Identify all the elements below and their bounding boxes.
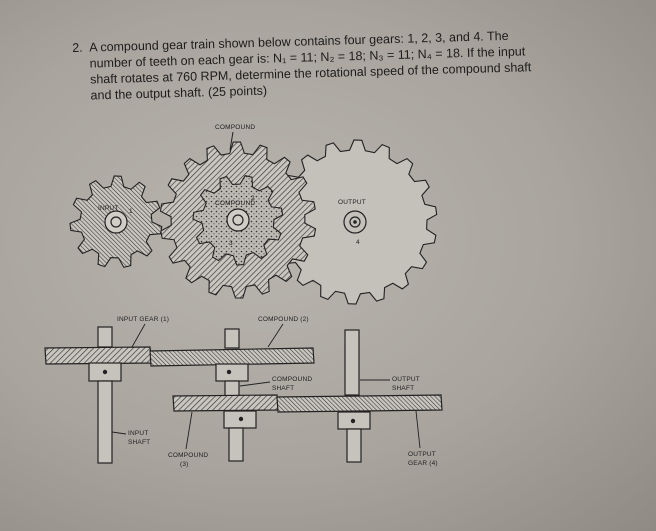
output-shaft-label: OUTPUT — [392, 376, 420, 383]
compound-hub-upper — [215, 363, 249, 382]
leader-line — [111, 431, 127, 435]
gear-number-2: 2 — [251, 195, 255, 202]
set-screw — [350, 418, 356, 424]
input-bore — [110, 216, 122, 228]
compound2-label: COMPOUND (2) — [258, 316, 309, 323]
output-shaft — [346, 428, 362, 463]
output-center — [353, 220, 357, 224]
compound-shaft-mid — [224, 380, 240, 397]
compound-shaft-bottom — [228, 427, 244, 462]
compound-label: COMPOUND — [215, 200, 255, 207]
set-screw — [102, 369, 108, 375]
gear-number-1: 1 — [129, 208, 133, 215]
output-bore — [349, 216, 361, 228]
leader-line — [415, 410, 421, 449]
compound-gear-3-side — [172, 394, 279, 412]
top-view: COMPOUND OUTPUT 4 COMPOUND 2 3 INPUT 1 — [69, 124, 438, 305]
leader-line — [267, 323, 284, 348]
gear-number-4: 4 — [356, 239, 360, 246]
set-screw — [238, 416, 244, 422]
compound-gear-2-side — [149, 347, 315, 367]
leader-line — [239, 381, 271, 387]
output-shaft-top — [344, 329, 360, 396]
compound-title-label: COMPOUND — [215, 124, 255, 131]
input-shaft — [97, 380, 113, 464]
output-gear-side — [276, 394, 443, 413]
compound3-label: (3) — [180, 461, 189, 468]
input-gear-label: INPUT GEAR (1) — [117, 316, 169, 323]
compound-hub — [226, 208, 250, 232]
output-gear-label: GEAR (4) — [408, 460, 438, 467]
compound-shaft-label: COMPOUND — [272, 376, 312, 383]
compound-bore — [232, 214, 244, 226]
input-hub — [104, 210, 128, 234]
compound-shaft-top — [224, 328, 240, 349]
output-label: OUTPUT — [338, 199, 366, 206]
input-shaft-label: SHAFT — [128, 439, 150, 446]
input-label: INPUT — [98, 205, 119, 212]
compound3-label: COMPOUND — [168, 452, 208, 459]
input-gear-side — [44, 346, 153, 365]
output-shaft-label: SHAFT — [392, 385, 414, 392]
input-shaft-top — [97, 326, 113, 348]
gear-number-3: 3 — [229, 240, 233, 247]
output-gear-label: OUTPUT — [408, 451, 436, 458]
compound-shaft-label: SHAFT — [272, 385, 294, 392]
leader-line — [131, 323, 146, 348]
leader-line — [185, 411, 193, 450]
input-shaft-label: INPUT — [128, 430, 149, 437]
set-screw — [226, 369, 232, 375]
bottom-view: INPUT GEAR (1) COMPOUND (2) COMPOUND SHA… — [44, 316, 443, 468]
leader-line — [229, 131, 234, 151]
